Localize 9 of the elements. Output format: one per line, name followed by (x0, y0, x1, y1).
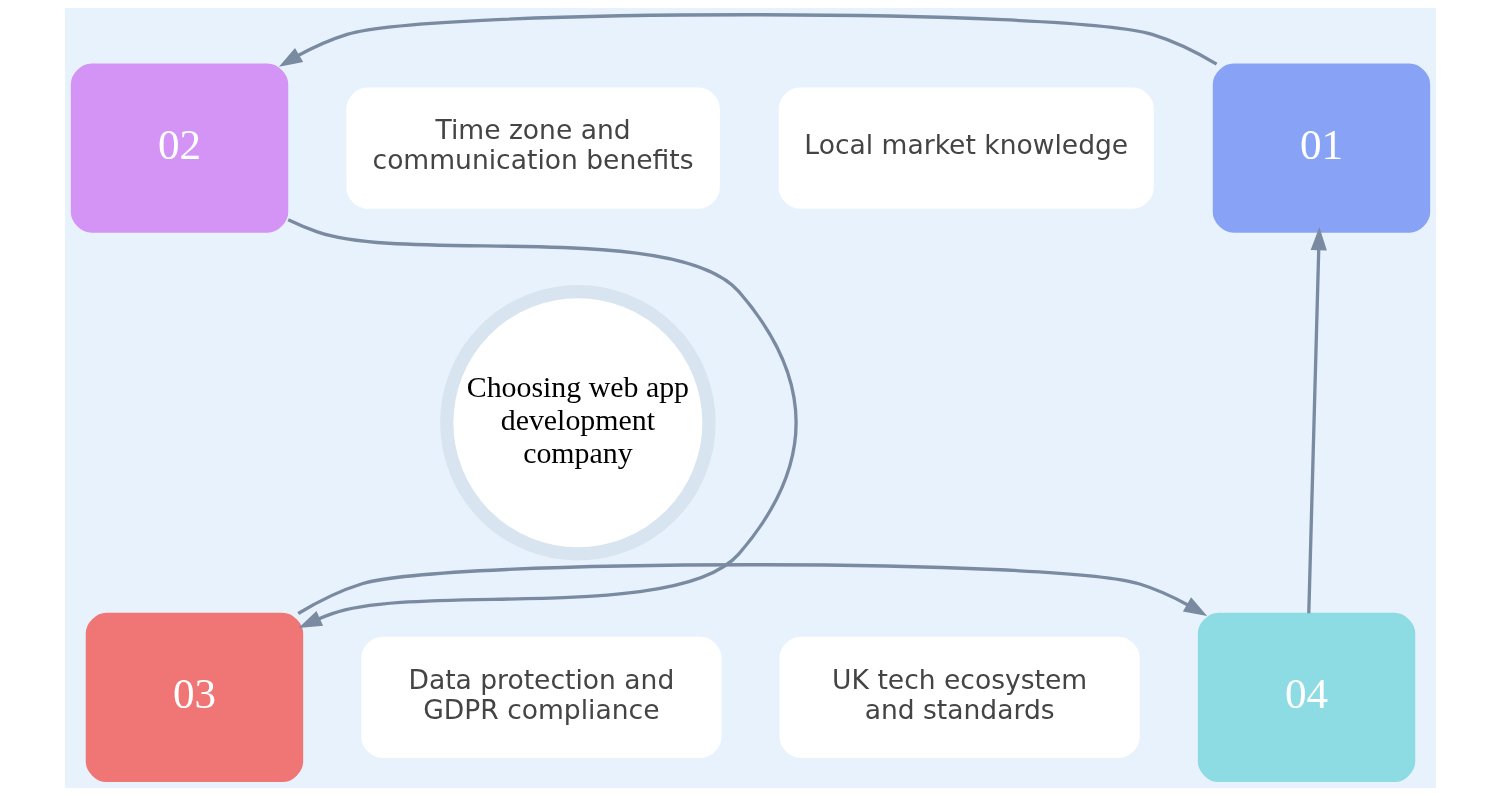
node-box: 01 (1212, 63, 1430, 233)
node-box: 03 (85, 612, 303, 783)
arrow (278, 13, 1217, 67)
arrow (296, 563, 1207, 617)
node-circle: Choosing web app development company (439, 285, 716, 561)
node-box: 02 (70, 63, 288, 233)
arrow (1306, 227, 1327, 614)
node-box: 04 (1197, 612, 1415, 783)
arrow (286, 218, 798, 628)
